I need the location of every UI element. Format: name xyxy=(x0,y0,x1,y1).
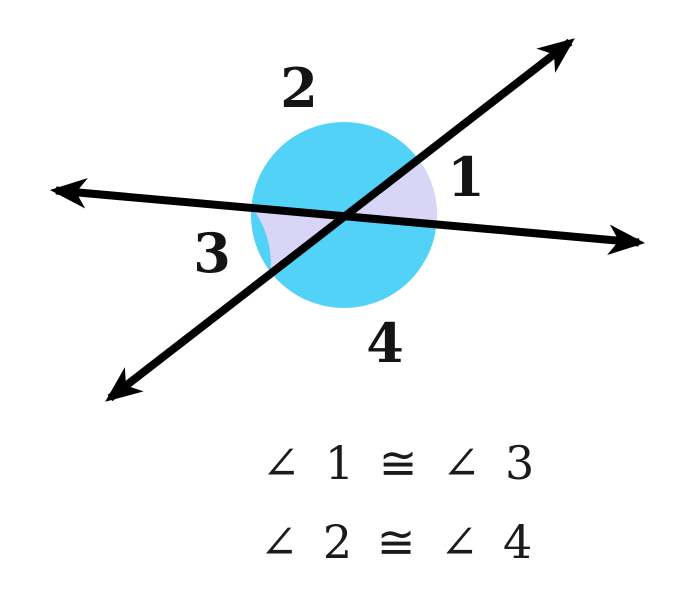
congruence-equation-2: ∠ 2 ≅ ∠ 4 xyxy=(259,515,533,569)
angle-label-4: 4 xyxy=(366,311,404,375)
angle-label-2: 2 xyxy=(280,56,318,120)
ascending-line xyxy=(105,38,575,402)
congruence-equation-1: ∠ 1 ≅ ∠ 3 xyxy=(261,436,535,490)
angle-label-1: 1 xyxy=(447,145,485,209)
descending-line xyxy=(49,177,646,256)
angle-label-3: 3 xyxy=(193,221,231,285)
